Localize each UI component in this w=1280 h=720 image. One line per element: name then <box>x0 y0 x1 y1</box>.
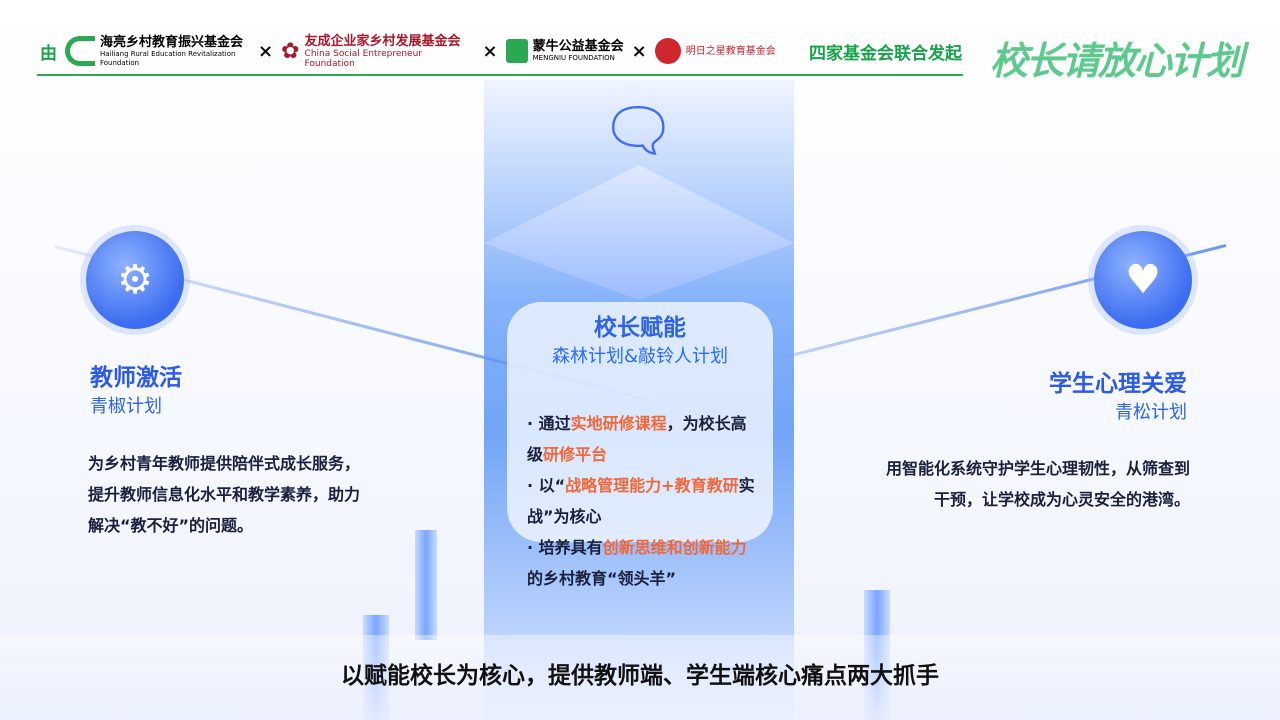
bullet-text: ，为校长高级 <box>527 414 747 464</box>
right-title: 学生心理关爱 <box>1049 371 1187 397</box>
right-description: 用智能化系统守护学生心理韧性，从筛查到干预，让学校成为心灵安全的港湾。 <box>885 459 1190 509</box>
bullet-item: · 以“战略管理能力+教育教研实战”为核心 <box>527 470 759 532</box>
highlight-text: 创新思维和创新能力 <box>602 538 747 557</box>
logo-sub: China Social Entrepreneur Foundation <box>304 48 423 69</box>
chat-bubbles-icon: 🗨 <box>600 96 677 166</box>
right-subtitle: 青松计划 <box>1115 402 1187 423</box>
separator: × <box>482 40 498 62</box>
separator: × <box>631 40 647 62</box>
logo-sub: Hailiang Rural Education Revitalization … <box>100 49 236 67</box>
footer-band <box>0 635 1280 720</box>
highlight-text: 研修平台 <box>543 445 608 464</box>
logo-name: 海亮乡村教育振兴基金会 <box>100 34 244 50</box>
header-divider <box>37 74 963 76</box>
center-title: 校长赋能 <box>594 315 686 341</box>
highlight-text: 实地研修课程 <box>570 414 667 433</box>
logo-name: 友成企业家乡村发展基金会 <box>304 33 461 49</box>
bullet-text: · 以“ <box>527 476 566 495</box>
mengniu-logo-icon <box>505 39 528 63</box>
brand-logo: 校长请放心计划 <box>990 39 1244 83</box>
footer-summary: 以赋能校长为核心，提供教师端、学生端核心痛点两大抓手 <box>341 663 939 689</box>
left-title: 教师激活 <box>90 365 182 391</box>
left-subtitle: 青椒计划 <box>90 396 162 417</box>
header-suffix: 四家基金会联合发起 <box>809 43 962 64</box>
center-bullets: · 通过实地研修课程，为校长高级研修平台· 以“战略管理能力+教育教研实战”为核… <box>527 408 759 594</box>
flower-logo-icon: ✿ <box>281 38 300 64</box>
bullet-text: · 通过 <box>527 414 571 433</box>
mingri-logo-icon <box>654 38 681 64</box>
bullet-item: · 通过实地研修课程，为校长高级研修平台 <box>527 408 759 470</box>
logo-name: 明日之星教育基金会 <box>685 45 776 57</box>
left-description: 为乡村青年教师提供陪伴式成长服务，提升教师信息化水平和教学素养，助力解决“教不好… <box>88 454 361 535</box>
bullet-text: · 培养具有 <box>527 538 603 557</box>
logo-mingri: 明日之星教育基金会 <box>654 38 776 64</box>
bullet-text: 实战”为核心 <box>527 476 755 526</box>
separator: × <box>258 40 274 62</box>
logo-name: 蒙牛公益基金会 <box>532 39 624 54</box>
logo-sub: MENGNIU FOUNDATION <box>532 54 615 62</box>
bullet-text: 的乡村教育“领头羊” <box>527 569 677 588</box>
heart-hands-icon: ♥ <box>1094 231 1192 329</box>
header-by: 由 <box>40 43 57 64</box>
plant-gear-icon: ⚙ <box>86 231 184 329</box>
hailiang-logo-icon <box>65 36 95 66</box>
bullet-item: · 培养具有创新思维和创新能力的乡村教育“领头羊” <box>527 532 759 594</box>
center-card <box>507 302 773 542</box>
pillar-decoration <box>415 530 437 640</box>
center-subtitle: 森林计划&敲铃人计划 <box>551 346 729 367</box>
highlight-text: 战略管理能力+教育教研 <box>565 476 739 495</box>
